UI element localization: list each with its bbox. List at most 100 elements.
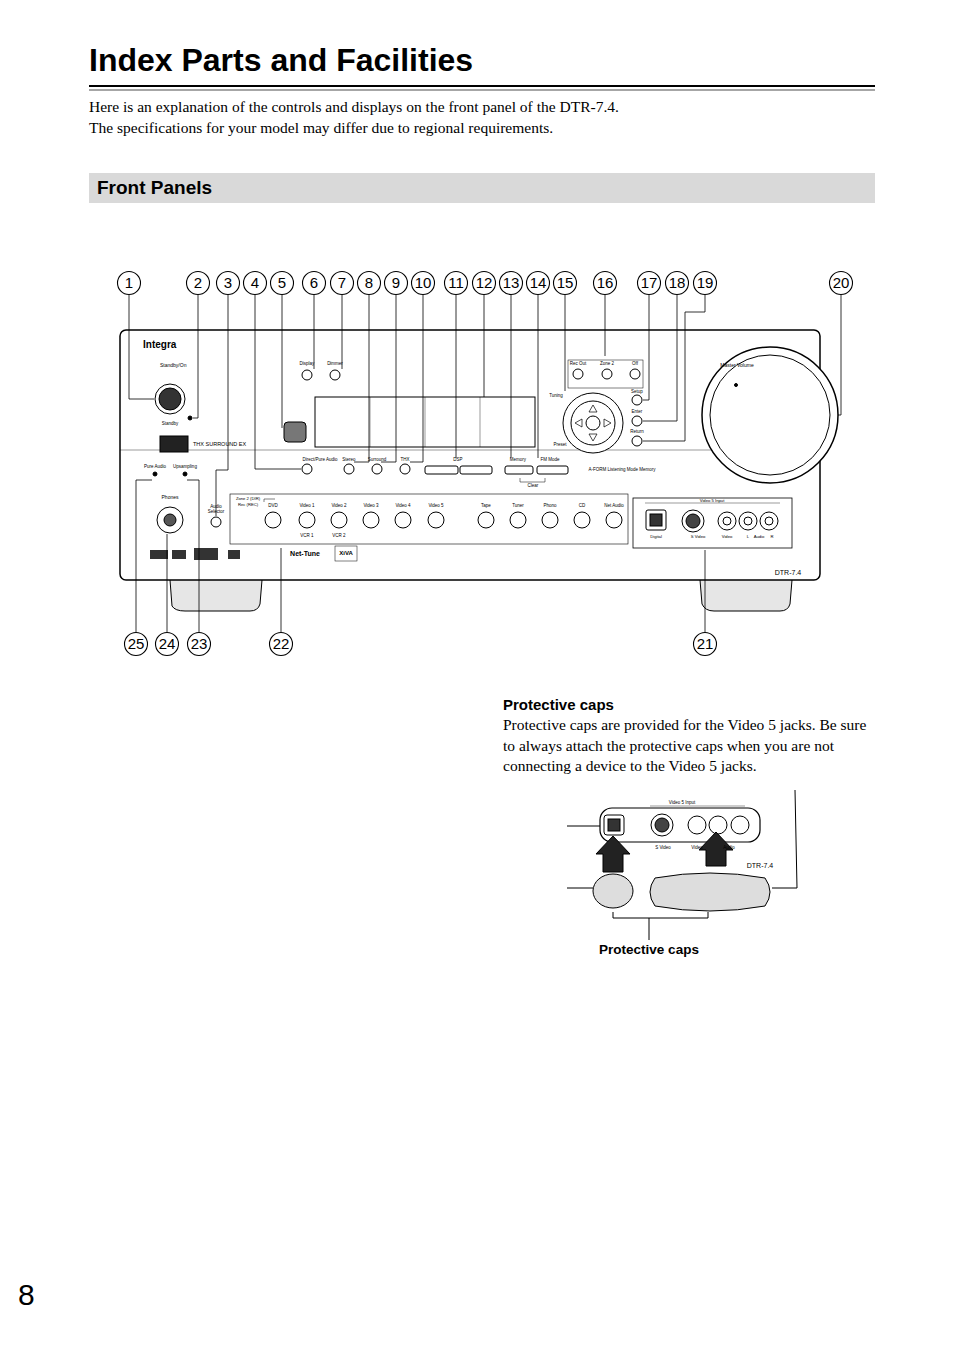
panel-label: Preset xyxy=(553,442,566,447)
panel-label: Off xyxy=(632,361,638,366)
panel-label: DVD xyxy=(268,503,278,508)
callout-circle xyxy=(473,272,496,295)
callout-circle xyxy=(638,272,661,295)
callout-circle xyxy=(187,272,210,295)
callout-circle xyxy=(694,272,717,295)
panel-label: Standby xyxy=(162,421,179,426)
callout-circle xyxy=(666,272,689,295)
callout-number: 17 xyxy=(641,272,658,294)
panel-label: Surround xyxy=(368,457,387,462)
panel-label: Tape xyxy=(481,503,491,508)
panel-label: Clear xyxy=(528,483,539,488)
callout-circle xyxy=(125,633,148,656)
panel-label: S Video xyxy=(691,535,706,540)
callout-number: 3 xyxy=(224,272,232,294)
callout-circle xyxy=(830,272,853,295)
panel-label: The specifications for your model may di… xyxy=(89,119,553,137)
callout-circle xyxy=(527,272,550,295)
panel-label: THX xyxy=(401,457,410,462)
callout-number: 15 xyxy=(557,272,574,294)
callout-circle xyxy=(217,272,240,295)
panel-label: Protective caps xyxy=(599,942,699,958)
panel-label: A-FORM Listening Mode Memory xyxy=(588,467,655,472)
panel-label: Phones xyxy=(162,495,179,501)
panel-label: DSP xyxy=(453,457,462,462)
callout-number: 7 xyxy=(338,272,346,294)
callout-number: 12 xyxy=(476,272,493,294)
panel-label: Setup xyxy=(631,389,643,394)
panel-label: Net-Tune xyxy=(290,550,320,558)
callout-number: 4 xyxy=(251,272,259,294)
callout-circle xyxy=(554,272,577,295)
panel-label: Master Volume xyxy=(720,363,753,369)
callout-number: 2 xyxy=(194,272,202,294)
panel-label: 8 xyxy=(18,1278,35,1313)
panel-label: Tuner xyxy=(512,503,524,508)
panel-label: THX SURROUND EX xyxy=(193,441,246,447)
callout-number: 16 xyxy=(597,272,614,294)
callout-number: 1 xyxy=(125,272,133,294)
callout-circle xyxy=(156,633,179,656)
panel-label: VCR 2 xyxy=(332,533,345,538)
panel-label: Video 2 xyxy=(331,503,346,508)
panel-label: Stereo xyxy=(342,457,355,462)
panel-label: FM Mode xyxy=(540,457,559,462)
panel-label: Video 4 xyxy=(395,503,410,508)
callout-number: 6 xyxy=(310,272,318,294)
panel-label: S Video xyxy=(655,845,671,850)
callout-circle xyxy=(385,272,408,295)
callout-number: 8 xyxy=(365,272,373,294)
panel-label: R xyxy=(770,535,773,540)
panel-label: Protective caps xyxy=(503,696,614,713)
panel-label: Return xyxy=(630,429,644,434)
panel-label: Audio xyxy=(723,845,735,850)
callout-circle xyxy=(331,272,354,295)
panel-label: Audio Selector xyxy=(205,504,227,514)
callout-circle xyxy=(270,633,293,656)
callout-circle xyxy=(303,272,326,295)
callout-number: 24 xyxy=(159,633,176,655)
section-band: Front Panels xyxy=(89,173,875,203)
callout-circle xyxy=(244,272,267,295)
panel-label: Digital xyxy=(650,535,662,540)
panel-label: VCR 1 xyxy=(300,533,313,538)
callout-circle xyxy=(118,272,141,295)
callout-number: 20 xyxy=(833,272,850,294)
callout-number: 11 xyxy=(448,272,464,294)
panel-label: Display xyxy=(300,361,315,366)
callout-number: 22 xyxy=(273,633,290,655)
panel-label: Direct/Pure Audio xyxy=(302,457,337,462)
callout-circle xyxy=(412,272,435,295)
callout-number: 14 xyxy=(530,272,547,294)
panel-label: Video 1 xyxy=(299,503,314,508)
page-title: Index Parts and Facilities xyxy=(89,42,473,79)
panel-label: Here is an explanation of the controls a… xyxy=(89,98,619,116)
callout-circle xyxy=(358,272,381,295)
panel-label: Phono xyxy=(543,503,556,508)
callout-number: 5 xyxy=(278,272,286,294)
panel-label: Dimmer xyxy=(327,361,343,366)
panel-label: Zone 2 xyxy=(600,361,614,366)
panel-label: L xyxy=(747,535,749,540)
callout-number: 18 xyxy=(669,272,686,294)
callout-circle xyxy=(694,633,717,656)
callout-number: 13 xyxy=(503,272,520,294)
callout-number: 9 xyxy=(392,272,400,294)
panel-label: Integra xyxy=(143,339,176,351)
callout-circle xyxy=(594,272,617,295)
callout-number: 19 xyxy=(697,272,714,294)
panel-label: Net Audio xyxy=(604,503,624,508)
callout-number: 25 xyxy=(128,633,145,655)
panel-label: Enter xyxy=(632,409,643,414)
panel-label: Video xyxy=(722,535,733,540)
callout-circle xyxy=(188,633,211,656)
callout-number: 21 xyxy=(697,633,714,655)
panel-label: CD xyxy=(579,503,586,508)
callout-circle xyxy=(271,272,294,295)
panel-label: Protective caps are provided for the Vid… xyxy=(503,715,875,777)
panel-label: Zone 2 (DIR) xyxy=(236,497,260,502)
panel-label: DTR-7.4 xyxy=(747,862,773,870)
callout-number: 23 xyxy=(191,633,208,655)
panel-label: Upsampling xyxy=(173,464,197,469)
panel-label: Video 5 xyxy=(428,503,443,508)
